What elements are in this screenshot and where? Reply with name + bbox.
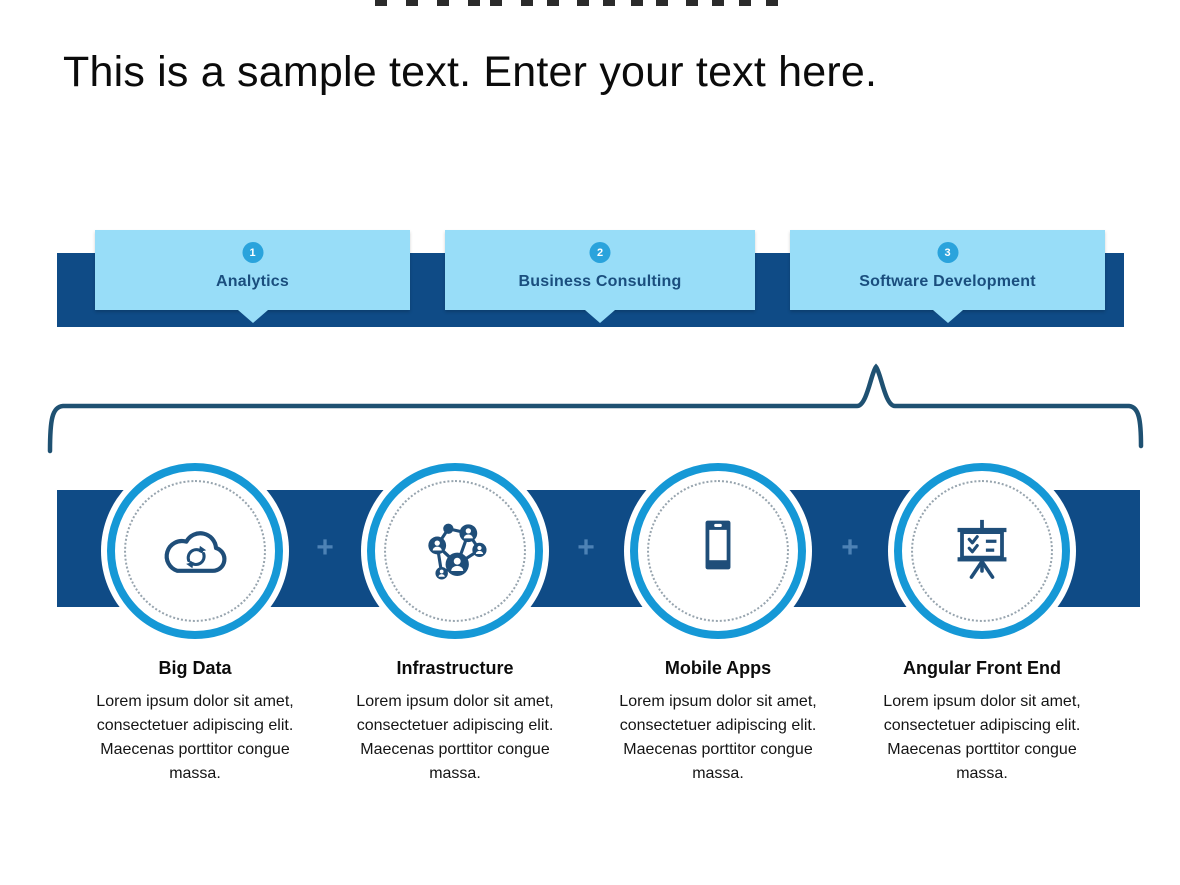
plus-separator: + <box>316 531 334 564</box>
feature-text-big-data: Big Data Lorem ipsum dolor sit amet, con… <box>65 658 325 786</box>
feature-title: Infrastructure <box>396 658 514 678</box>
plus-separator: + <box>841 531 859 564</box>
feature-circle-big-data <box>101 457 289 645</box>
tab-business-consulting-label: Business Consulting <box>518 273 682 290</box>
watermark-dash <box>547 0 559 6</box>
tab-software-development[interactable]: 3 Software Development <box>790 230 1105 323</box>
watermark-dash <box>437 0 449 6</box>
feature-title: Big Data <box>158 658 232 678</box>
page-title: This is a sample text. Enter your text h… <box>63 48 878 96</box>
watermark-dash <box>577 0 589 6</box>
presentation-board-icon <box>957 519 1007 579</box>
network-people-icon <box>428 523 487 580</box>
plus-separator: + <box>577 531 595 564</box>
tab-software-development-label: Software Development <box>859 273 1036 290</box>
feature-text-mobile-apps: Mobile Apps Lorem ipsum dolor sit amet, … <box>588 658 848 786</box>
feature-description: Lorem ipsum dolor sit amet, consectetuer… <box>96 693 294 782</box>
watermark-dash <box>521 0 533 6</box>
feature-circle-angular-front-end <box>888 457 1076 645</box>
circle-dotted-ring <box>647 480 789 622</box>
tab-analytics-label: Analytics <box>216 273 289 290</box>
tab-business-consulting[interactable]: 2 Business Consulting <box>445 230 755 323</box>
watermark-dash <box>375 0 387 6</box>
feature-title: Mobile Apps <box>664 658 772 678</box>
watermark-dash <box>766 0 778 6</box>
watermark-dash <box>739 0 751 6</box>
tab-pointer-icon <box>237 310 268 323</box>
circle-dotted-ring <box>384 480 526 622</box>
feature-circle-mobile-apps <box>624 457 812 645</box>
step-3-badge: 3 <box>937 242 958 263</box>
tab-analytics[interactable]: 1 Analytics <box>95 230 410 323</box>
feature-description: Lorem ipsum dolor sit amet, consectetuer… <box>356 693 554 782</box>
circle-ring <box>107 463 283 639</box>
smartphone-icon <box>705 520 731 570</box>
feature-text-angular-front-end: Angular Front End Lorem ipsum dolor sit … <box>852 658 1112 786</box>
cloud-sync-icon <box>164 531 227 573</box>
feature-circle-infrastructure <box>361 457 549 645</box>
watermark-dash <box>656 0 668 6</box>
feature-text-infrastructure: Infrastructure Lorem ipsum dolor sit ame… <box>325 658 585 786</box>
circle-ring <box>894 463 1070 639</box>
watermark-dash <box>686 0 698 6</box>
step-2-badge: 2 <box>589 242 611 263</box>
feature-description: Lorem ipsum dolor sit amet, consectetuer… <box>883 693 1081 782</box>
circle-dotted-ring <box>911 480 1053 622</box>
circle-ring <box>630 463 806 639</box>
tab-pointer-icon <box>585 310 615 323</box>
watermark-dash <box>712 0 724 6</box>
feature-title: Angular Front End <box>903 658 1061 678</box>
watermark-dash <box>406 0 418 6</box>
watermark-dash <box>631 0 643 6</box>
watermark-dash <box>468 0 480 6</box>
watermark-dash <box>490 0 502 6</box>
feature-description: Lorem ipsum dolor sit amet, consectetuer… <box>619 693 817 782</box>
circle-ring <box>367 463 543 639</box>
tab-pointer-icon <box>932 310 963 323</box>
watermark-dash <box>603 0 615 6</box>
step-1-badge: 1 <box>242 242 263 263</box>
circle-dotted-ring <box>124 480 266 622</box>
